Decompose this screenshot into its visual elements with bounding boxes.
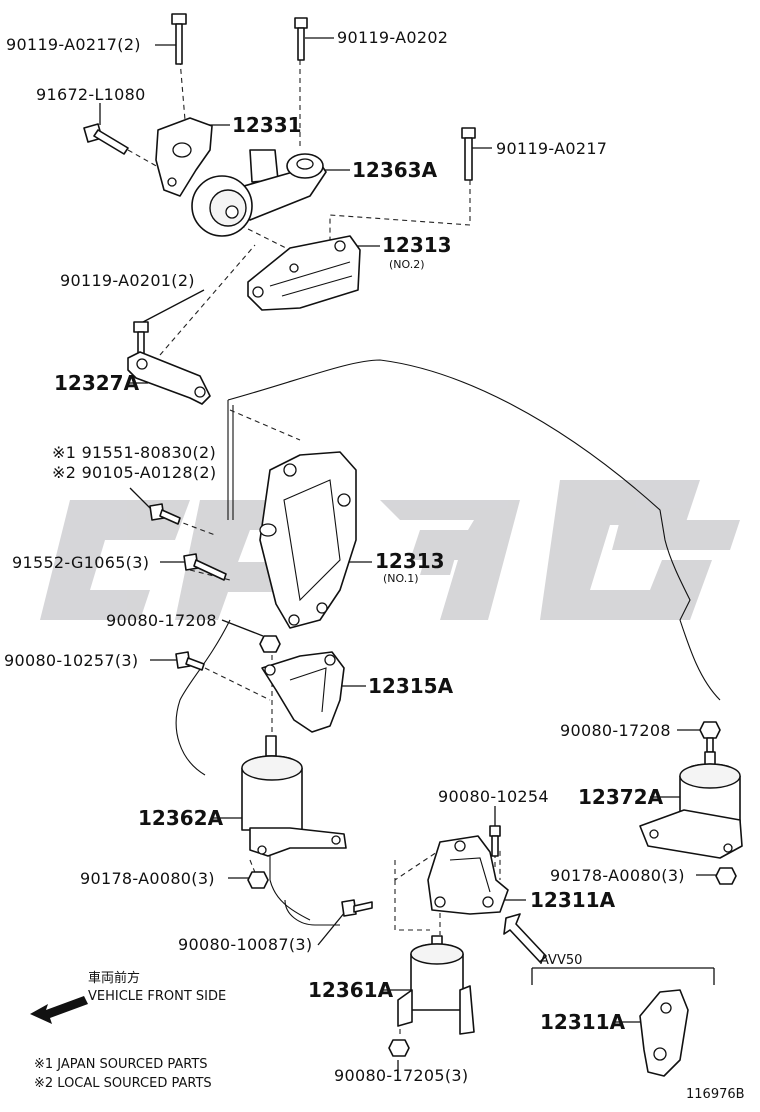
front-arrow-icon (30, 996, 88, 1024)
mount-12361a-shape (397, 935, 475, 1035)
label-bolt-90080-10254: 90080-10254 (438, 787, 549, 806)
label-part-12327a: 12327A (54, 371, 140, 395)
label-nut-90178-a0080-3-a: 90178-A0080(3) (80, 869, 215, 888)
label-nut-90178-a0080-3-b: 90178-A0080(3) (550, 866, 685, 885)
label-part-12313-no2: 12313 (382, 233, 452, 257)
stay-12327a-shape (127, 351, 211, 405)
nut-90178-a0080-b-icon (715, 867, 737, 885)
label-variant-avv50: AVV50 (540, 953, 582, 968)
nut-90080-17208-b-icon (699, 721, 721, 753)
legend: 車両前方 VEHICLE FRONT SIDE ※1 JAPAN SOURCED… (34, 970, 745, 1102)
label-part-12331: 12331 (232, 113, 302, 137)
watermark-logo (40, 480, 740, 620)
bolt-91551-80830-icon (149, 503, 181, 525)
label-bolt-90119-a0202: 90119-A0202 (337, 28, 448, 47)
label-part-12311a-variant: 12311A (540, 1010, 626, 1034)
parts (127, 117, 743, 1077)
label-nut-90080-17205-3: 90080-17205(3) (334, 1066, 468, 1085)
bracket-12313-no1-shape (259, 451, 357, 629)
label-bolt-91672-l1080: 91672-L1080 (36, 85, 146, 104)
bracket-12331-shape (155, 117, 213, 197)
label-bolt-90105-a0128-2: ※2 90105-A0128(2) (52, 463, 216, 482)
note-japan-sourced: ※1 JAPAN SOURCED PARTS (34, 1057, 208, 1072)
note-local-sourced: ※2 LOCAL SOURCED PARTS (34, 1076, 212, 1091)
bolt-90080-10254-icon (489, 825, 501, 857)
bolt-90119-a0202-icon (294, 17, 308, 61)
nut-90080-17205-icon (388, 1039, 410, 1057)
label-bolt-90119-a0217-2: 90119-A0217(2) (6, 35, 141, 54)
bolt-90080-10087-icon (341, 899, 373, 917)
vehicle-front-en: VEHICLE FRONT SIDE (88, 989, 226, 1004)
nut-90178-a0080-a-icon (247, 871, 269, 889)
bracket-12313-no2-shape (247, 235, 361, 311)
bolt-91672-l1080-icon (83, 123, 129, 155)
mount-12363a-shape (191, 149, 327, 237)
bolt-91552-g1065-icon (183, 553, 227, 581)
fasteners (83, 13, 737, 1057)
label-part-12361a: 12361A (308, 978, 394, 1002)
bolt-90119-a0217-2-icon (171, 13, 187, 65)
mount-12372a-shape (639, 751, 743, 859)
nut-90080-17208-a-icon (259, 635, 281, 653)
label-bolt-91552-g1065-3: 91552-G1065(3) (12, 553, 149, 572)
bolt-90119-a0201-icon (133, 321, 149, 355)
vehicle-front-jp: 車両前方 (88, 970, 140, 986)
label-part-12363a: 12363A (352, 158, 438, 182)
label-bolt-90080-10087-3: 90080-10087(3) (178, 935, 312, 954)
label-part-12311a: 12311A (530, 888, 616, 912)
label-part-12313-no1: 12313 (375, 549, 445, 573)
label-part-12362a: 12362A (138, 806, 224, 830)
mount-12362a-shape (241, 735, 347, 857)
bolt-90080-10257-icon (175, 651, 205, 671)
label-bolt-90119-a0201-2: 90119-A0201(2) (60, 271, 195, 290)
label-part-12372a: 12372A (578, 785, 664, 809)
label-bolt-90119-a0217: 90119-A0217 (496, 139, 607, 158)
engine-outline (175, 359, 721, 926)
direction-hint-arrow-icon (503, 913, 547, 963)
label-sub-no2: (NO.2) (389, 258, 425, 271)
label-nut-90080-17208-a: 90080-17208 (106, 611, 217, 630)
label-nut-90080-17208-b: 90080-17208 (560, 721, 671, 740)
figure-id: 116976B (686, 1087, 745, 1102)
part-labels: 90119-A0217(2) 90119-A0202 91672-L1080 1… (4, 28, 685, 1085)
bolt-90119-a0217-icon (461, 127, 476, 181)
label-bolt-90080-10257-3: 90080-10257(3) (4, 651, 138, 670)
bracket-12311a-variant-shape (639, 989, 689, 1077)
label-bolt-91551-80830-2: ※1 91551-80830(2) (52, 443, 216, 462)
label-sub-no1: (NO.1) (383, 572, 419, 585)
label-part-12315a: 12315A (368, 674, 454, 698)
bracket-12315a-shape (261, 651, 345, 733)
bracket-12311a-shape (427, 835, 509, 915)
